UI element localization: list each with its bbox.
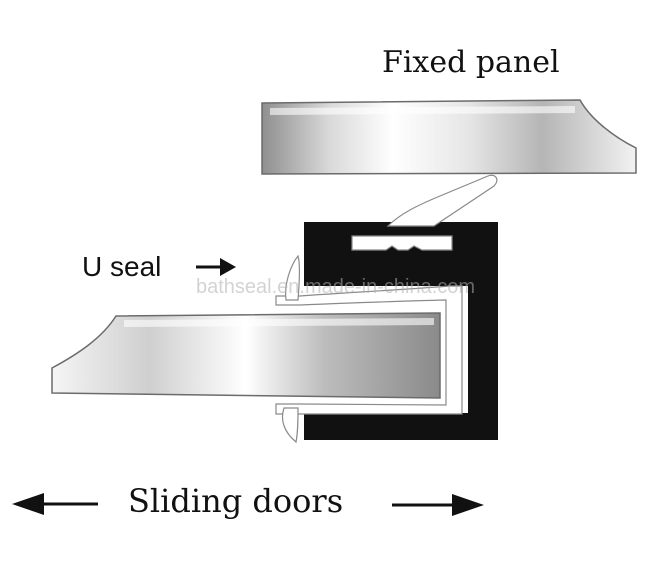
u-seal-upper-fin (285, 254, 301, 301)
fixed-panel-label: Fixed panel (382, 45, 560, 80)
fixed-glass-panel (261, 99, 637, 175)
right-arrow-icon (392, 494, 484, 516)
u-seal-label: U seal (82, 251, 161, 282)
left-arrow-icon (12, 493, 98, 515)
watermark: bathseal.en.made-in-china.com (196, 276, 475, 298)
frame-profile (304, 222, 498, 440)
top-seal-fin (386, 174, 498, 227)
sliding-glass-panel-highlight (124, 318, 434, 327)
fixed-glass-panel-highlight (270, 106, 575, 115)
u-seal-arrow-icon (196, 258, 236, 276)
top-seal-base (351, 235, 453, 251)
u-seal-lower-fin (281, 407, 299, 444)
sliding-doors-label: Sliding doors (128, 482, 343, 520)
sliding-glass-panel (51, 312, 441, 399)
